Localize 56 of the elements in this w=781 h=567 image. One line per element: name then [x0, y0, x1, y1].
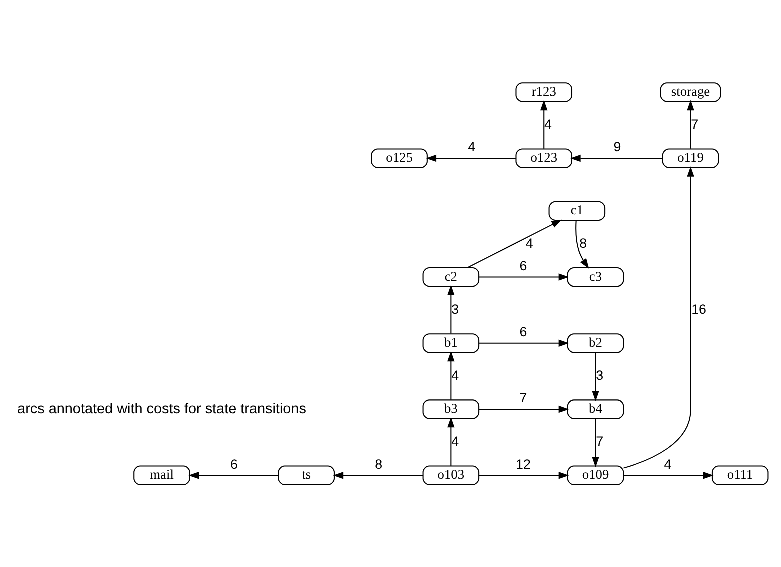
node-box: b3: [422, 399, 480, 419]
node-box: o119: [662, 148, 720, 168]
arrow: [592, 418, 600, 468]
edge-label: 6: [520, 324, 528, 340]
arrow: [333, 471, 424, 479]
edge-label: 4: [664, 456, 672, 472]
arrow: [479, 273, 570, 280]
edge-label: 16: [692, 301, 706, 316]
node-box: c2: [422, 266, 480, 287]
edge-label: 8: [375, 456, 383, 472]
arrow: [479, 339, 570, 346]
edge-label: 6: [230, 456, 238, 472]
arrow: [576, 220, 590, 268]
arrow: [687, 100, 694, 148]
edge-label: 12: [516, 456, 531, 472]
node-box: r123: [516, 82, 573, 102]
node-box: b4: [567, 399, 624, 419]
edge-label: 7: [596, 434, 604, 449]
arrow: [479, 405, 570, 413]
node-box: mail: [134, 465, 190, 485]
edge-label: 3: [452, 301, 460, 316]
arrow: [448, 284, 455, 334]
edge-label: 9: [614, 139, 622, 154]
arrow: [624, 166, 694, 468]
arrow: [188, 471, 278, 479]
node-box: c1: [548, 200, 606, 220]
node-box: b1: [422, 333, 480, 353]
arrow: [426, 154, 516, 162]
arrow: [448, 350, 455, 400]
edge-label: 3: [596, 367, 604, 382]
node-box: o111: [712, 465, 769, 485]
arrow: [540, 100, 548, 148]
arrow: [570, 154, 662, 162]
node-box: ts: [278, 465, 335, 485]
node-box: o103: [422, 465, 480, 485]
node-box: o123: [516, 148, 573, 168]
edge-label: 4: [452, 367, 460, 382]
edge-label: 4: [526, 235, 534, 250]
node-box: storage: [660, 82, 722, 102]
arrow: [467, 219, 562, 268]
edge-label: 4: [468, 139, 476, 154]
edge-label: 6: [520, 258, 528, 273]
node-box: o109: [567, 465, 624, 485]
arrow: [479, 471, 570, 479]
arrow: [448, 416, 455, 466]
node-box: b2: [567, 333, 624, 353]
arrow: [624, 471, 714, 479]
label: arcs annotated with costs for state transitions: [18, 400, 306, 417]
edge-label: 4: [544, 116, 552, 132]
edge-label: 4: [452, 434, 460, 449]
arrow: [592, 352, 600, 401]
node-box: c3: [567, 266, 624, 287]
edge-label: 8: [580, 235, 588, 250]
edge-label: 7: [691, 116, 699, 132]
edge-label: 7: [520, 390, 528, 406]
node-box: o125: [371, 148, 428, 168]
